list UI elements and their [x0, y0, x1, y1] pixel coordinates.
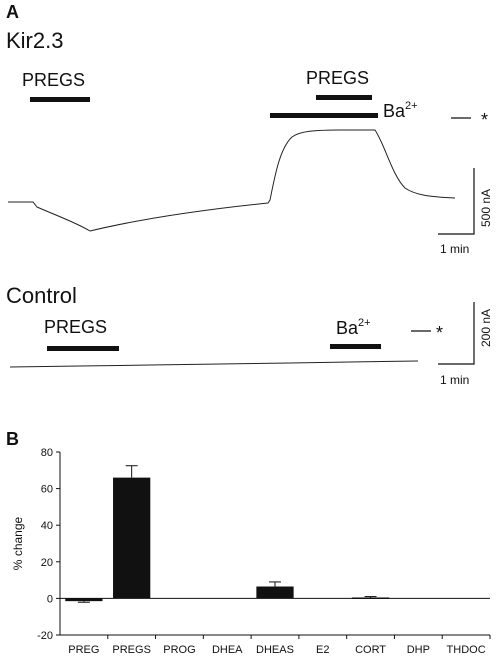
kir-ba-label: Ba2+	[383, 100, 418, 121]
x-tick-label-thdoc: THDOC	[447, 644, 486, 656]
kir-title: Kir2.3	[6, 28, 63, 53]
y-tick-label: 0	[47, 593, 53, 605]
y-tick-label: 80	[41, 447, 53, 459]
kir-scale-bar	[438, 168, 475, 235]
panel-b-label: B	[6, 429, 19, 449]
control-ba-bar	[330, 344, 381, 349]
y-tick-label: -20	[37, 630, 53, 642]
bar-cort	[351, 597, 390, 599]
x-tick-label-dhp: DHP	[407, 644, 430, 656]
x-tick-label-dhea: DHEA	[212, 644, 243, 656]
kir-ba-bar	[270, 113, 378, 118]
kir-pregs-right-bar	[316, 95, 372, 100]
x-tick-label-preg: PREG	[68, 644, 99, 656]
control-current-trace	[9, 360, 419, 368]
panel-a-label: A	[6, 2, 19, 22]
control-pregs-label: PREGS	[44, 317, 107, 337]
control-pregs-bar	[47, 346, 119, 351]
bar-chart: -20 0 20 40 60 80 PREG PREGS PROG DHEA DHEAS E2 COR…	[11, 447, 491, 656]
control-title: Control	[6, 283, 77, 308]
x-tick-label-cort: CORT	[355, 644, 386, 656]
control-scale-bar	[438, 302, 475, 365]
bar-dheas	[256, 586, 294, 599]
x-tick-label-dheas: DHEAS	[256, 644, 294, 656]
kir-asterisk: *	[481, 110, 488, 130]
bar-preg	[65, 598, 103, 602]
control-ba-label: Ba2+	[336, 317, 371, 338]
x-tick-label-prog: PROG	[163, 644, 195, 656]
kir-pregs-left-bar	[30, 97, 90, 102]
x-ticks: PREG PREGS PROG DHEA DHEAS E2 CORT DHP THDOC	[68, 635, 491, 656]
x-tick-label-pregs: PREGS	[112, 644, 151, 656]
control-scale-x-label: 1 min	[440, 373, 469, 387]
y-tick-label: 20	[41, 557, 53, 569]
kir-pregs-right-label: PREGS	[306, 68, 369, 88]
bars	[65, 465, 390, 603]
y-axis-label: % change	[11, 516, 25, 570]
y-ticks: -20 0 20 40 60 80	[37, 447, 60, 642]
kir-scale-y-label: 500 nA	[479, 189, 493, 227]
kir-scale-x-label: 1 min	[440, 242, 469, 256]
control-asterisk: *	[436, 323, 443, 343]
kir-pregs-left-label: PREGS	[22, 70, 85, 90]
x-tick-label-e2: E2	[316, 644, 329, 656]
y-tick-label: 60	[41, 484, 53, 496]
control-scale-y-label: 200 nA	[479, 309, 493, 347]
bar-pregs	[113, 477, 151, 599]
y-tick-label: 40	[41, 520, 53, 532]
kir-current-trace	[8, 129, 456, 232]
